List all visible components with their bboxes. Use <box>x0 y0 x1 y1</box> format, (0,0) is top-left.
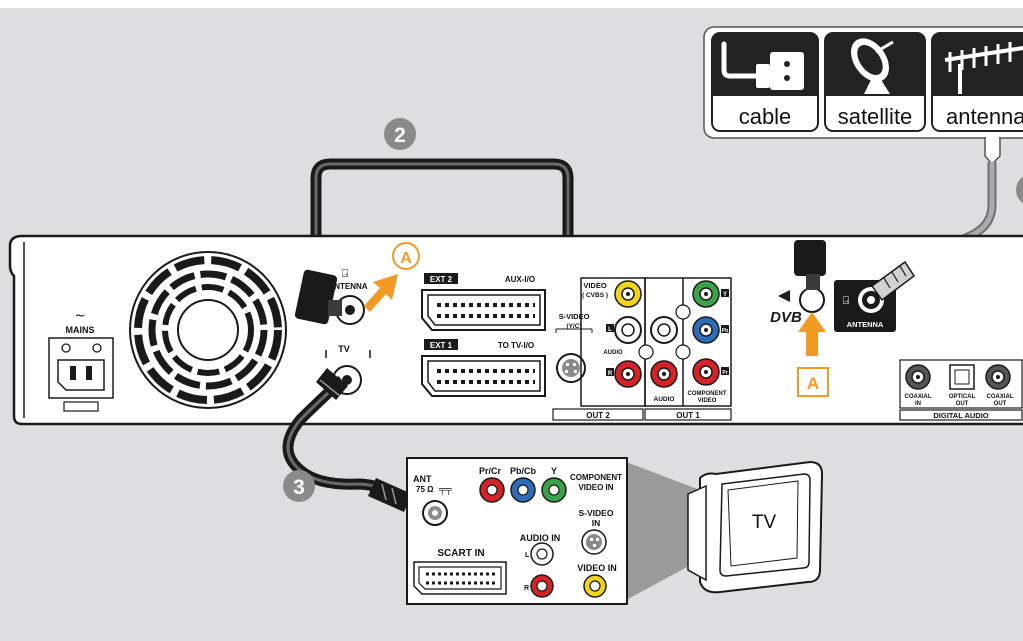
source-panel: cable satellite <box>703 26 1023 166</box>
svg-text:75 Ω: 75 Ω <box>416 485 434 494</box>
svg-text:( CVBS ): ( CVBS ) <box>582 292 608 299</box>
dvb-section: DVB <box>770 287 825 326</box>
svg-text:~: ~ <box>75 308 84 325</box>
step-3-badge: 3 <box>283 470 315 502</box>
svg-text:OUT: OUT <box>956 401 969 407</box>
satellite-label: satellite <box>838 104 913 129</box>
svg-text:Pr/Cr: Pr/Cr <box>479 466 502 476</box>
svg-text:2: 2 <box>394 124 406 147</box>
step-1-badge-partial <box>1016 176 1023 204</box>
marker-a-upper: A <box>364 242 420 312</box>
zoom-wedge <box>626 462 700 600</box>
cable-3-bottom-plug <box>368 478 412 512</box>
svg-text:S-VIDEO: S-VIDEO <box>579 508 614 518</box>
scart-ext1: EXT 1 TO TV-I/O <box>421 339 546 397</box>
digital-audio-section: COAXIAL IN OPTICAL OUT COAXIAL OUT DIGIT… <box>899 359 1023 421</box>
tv-input-panel: ANT 75 Ω ╤╤ Pr/Cr Pb/Cb Y COMPONENT VIDE… <box>406 457 628 605</box>
svg-text:COAXIAL: COAXIAL <box>987 394 1014 400</box>
svg-text:IN: IN <box>915 401 921 407</box>
svg-text:A: A <box>400 250 412 267</box>
antenna-input-label: ANTENNA <box>328 282 367 291</box>
svg-text:VIDEO IN: VIDEO IN <box>577 563 617 573</box>
svg-text:VIDEO: VIDEO <box>698 398 717 404</box>
svg-text:A: A <box>807 374 819 393</box>
satellite-dish-icon <box>850 38 894 94</box>
svg-text:VIDEO IN: VIDEO IN <box>578 483 613 492</box>
svg-text:Pr: Pr <box>722 370 727 376</box>
svg-text:ANT: ANT <box>413 474 432 484</box>
svg-text:OUT: OUT <box>994 401 1007 407</box>
svg-text:L: L <box>525 552 530 559</box>
tv-label: TV <box>752 512 777 533</box>
rf-antenna-input: ⍈ ANTENNA <box>328 268 368 325</box>
marker-a-lower: A <box>797 312 829 397</box>
svg-text:(Y/C): (Y/C) <box>566 323 581 330</box>
cable-3-top-plug <box>316 368 348 400</box>
svg-text:L: L <box>608 327 612 333</box>
svg-text:EXT 2: EXT 2 <box>430 275 453 284</box>
svg-text:COMPONENT: COMPONENT <box>570 473 622 482</box>
mains-socket: ~ MAINS <box>48 308 114 412</box>
mains-label: MAINS <box>66 325 95 335</box>
incoming-cable-plug <box>870 260 916 302</box>
svg-text:TO TV-I/O: TO TV-I/O <box>498 341 534 350</box>
svg-text:╤╤: ╤╤ <box>438 484 452 495</box>
svg-text:R: R <box>608 371 613 377</box>
cable-icon <box>721 41 804 90</box>
antenna-tile: antenna <box>931 32 1023 132</box>
step-2-badge: 2 <box>384 118 416 150</box>
antenna-icon <box>944 42 1023 94</box>
recorder-back-panel: ~ MAINS ⍈ ANTENNA <box>8 234 1023 426</box>
scart-ext2: EXT 2 AUX-I/O <box>421 273 546 331</box>
svg-text:EXT 1: EXT 1 <box>430 341 453 350</box>
svg-text:COMPONENT: COMPONENT <box>688 391 727 397</box>
svg-text:3: 3 <box>293 476 305 499</box>
svg-text:OPTICAL: OPTICAL <box>949 394 976 400</box>
out1-label: OUT 1 <box>676 411 700 420</box>
svg-text:AUDIO: AUDIO <box>654 396 675 403</box>
tv-out-label: TV <box>338 344 350 354</box>
television: TV <box>687 460 824 594</box>
cable-label: cable <box>739 104 792 129</box>
out2-label: OUT 2 <box>586 411 610 420</box>
svg-text:Y: Y <box>723 292 727 298</box>
dvb-logo: DVB <box>770 309 802 326</box>
satellite-tile: satellite <box>824 32 926 132</box>
svg-text:AUX-I/O: AUX-I/O <box>505 275 535 284</box>
svg-text:Pb/Cb: Pb/Cb <box>510 466 537 476</box>
svg-text:⍈: ⍈ <box>342 268 349 280</box>
cable-2-plug <box>294 269 342 325</box>
antenna-label: antenna <box>946 104 1023 129</box>
svg-text:IN: IN <box>592 518 601 528</box>
svg-text:ANTENNA: ANTENNA <box>847 320 884 329</box>
out1-rca-box <box>644 277 732 407</box>
fan-grille <box>129 251 287 409</box>
svg-text:S-VIDEO: S-VIDEO <box>559 312 590 321</box>
tv-scart-socket <box>413 561 507 595</box>
svideo-output: S-VIDEO (Y/C) <box>555 312 593 383</box>
svg-text:VIDEO: VIDEO <box>583 281 607 290</box>
cable-tile: cable <box>711 32 819 132</box>
svg-text:Y: Y <box>551 466 557 476</box>
svg-text:AUDIO IN: AUDIO IN <box>520 533 561 543</box>
svg-text:COAXIAL: COAXIAL <box>905 394 932 400</box>
svg-text:SCART IN: SCART IN <box>437 548 484 559</box>
cable-2-right-plug <box>794 240 826 290</box>
svg-text:⍈: ⍈ <box>843 295 850 307</box>
digital-audio-label: DIGITAL AUDIO <box>933 411 988 420</box>
svg-text:AUDIO: AUDIO <box>603 350 623 356</box>
svg-text:Pb: Pb <box>722 328 728 334</box>
svg-text:R: R <box>524 585 529 592</box>
